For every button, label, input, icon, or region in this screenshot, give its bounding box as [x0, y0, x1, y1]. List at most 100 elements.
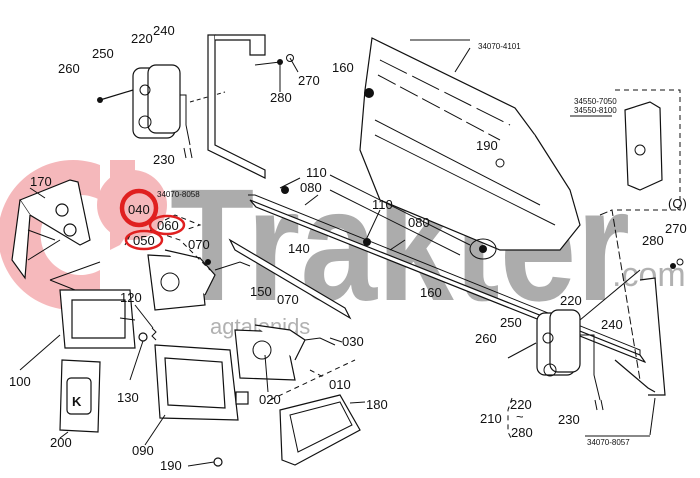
hood-contour	[374, 119, 541, 206]
spring-washer	[129, 304, 157, 381]
grommet-190	[495, 158, 505, 168]
highlight-040[interactable]	[119, 188, 159, 228]
callout-090[interactable]: 090	[132, 443, 154, 458]
leader-line	[264, 354, 269, 393]
view-label-q: (Q)	[668, 196, 687, 211]
leader-line	[187, 461, 215, 467]
bulb-socket-dashed-outline	[164, 214, 202, 231]
emblem-screw	[479, 245, 487, 253]
highlight-060[interactable]	[148, 214, 186, 236]
callout-070-b[interactable]: 070	[277, 292, 299, 307]
side-lamp-170	[11, 179, 101, 301]
callout-220[interactable]: 220	[131, 31, 153, 46]
callout-080-a[interactable]: 080	[300, 180, 322, 195]
leader-line	[144, 414, 166, 446]
hood-contour	[374, 134, 556, 226]
screw-080b	[389, 239, 406, 251]
callout-110-a[interactable]: 110	[306, 165, 327, 180]
headlight-bulb-icon	[160, 272, 180, 292]
callout-010[interactable]: 010	[329, 377, 351, 392]
hood-contour	[329, 174, 471, 246]
headlight-rear-upper	[164, 249, 216, 296]
lamp-bulb-icon	[138, 115, 152, 129]
callout-250[interactable]: 250	[92, 46, 114, 61]
callout-150[interactable]: 150	[250, 284, 272, 299]
callout-130[interactable]: 130	[117, 390, 139, 405]
hood-34070-4101	[329, 37, 581, 260]
washer-130	[138, 332, 148, 342]
callout-140[interactable]: 140	[288, 241, 310, 256]
highlight-050[interactable]	[124, 229, 164, 251]
washer-270b	[676, 258, 684, 266]
bolt-head	[97, 97, 103, 103]
highlight-circles	[119, 188, 186, 251]
callout-200[interactable]: 200	[50, 435, 72, 450]
leader-line	[329, 337, 343, 343]
hood-contour	[379, 59, 511, 126]
callout-250-right[interactable]: 250	[500, 315, 522, 330]
callout-220-kit[interactable]: 220	[510, 397, 532, 412]
bracket-foot	[614, 359, 656, 393]
callout-160-top[interactable]: 160	[332, 60, 354, 75]
kit-bracket	[507, 397, 513, 441]
headlight-upper	[124, 214, 251, 311]
bolt-260b	[507, 342, 537, 359]
post-line	[599, 209, 641, 381]
headlight-wire	[304, 337, 336, 346]
callout-280-right[interactable]: 280	[642, 233, 664, 248]
callout-060[interactable]: 060	[157, 218, 179, 233]
turn-lamp-body	[279, 394, 361, 466]
callout-070-a[interactable]: 070	[188, 237, 210, 252]
callout-190-top[interactable]: 190	[476, 138, 498, 153]
part-number-34070-8058[interactable]: 34070-8058	[157, 190, 200, 199]
part-number-34070-8057[interactable]: 34070-8057	[587, 438, 630, 447]
rail-edge	[248, 194, 641, 355]
rear-lamp-left	[97, 64, 226, 159]
callout-230[interactable]: 230	[153, 152, 175, 167]
callout-210[interactable]: 210	[480, 411, 502, 426]
screw-080	[304, 194, 319, 206]
callout-120[interactable]: 120	[120, 290, 142, 305]
bracket-34070-8058	[207, 34, 299, 179]
callout-100[interactable]: 100	[9, 374, 31, 389]
badge-200: K	[59, 359, 101, 439]
callout-260[interactable]: 260	[58, 61, 80, 76]
callout-230-right[interactable]: 230	[558, 412, 580, 427]
part-number-34550-8100[interactable]: 34550-8100	[574, 106, 617, 115]
callout-220-right[interactable]: 220	[560, 293, 582, 308]
rear-lamp-right	[507, 269, 641, 441]
bolt-110	[281, 186, 289, 194]
hood-contour	[377, 74, 501, 141]
hood-emblem	[469, 238, 497, 260]
lamp-lens-right	[549, 309, 581, 373]
lamp-bulb-icon	[542, 332, 554, 344]
callout-170[interactable]: 170	[30, 174, 52, 189]
callout-020[interactable]: 020	[259, 392, 281, 407]
leader-line	[59, 431, 69, 439]
callout-190-bottom[interactable]: 190	[160, 458, 182, 473]
callout-240[interactable]: 240	[153, 23, 175, 38]
callout-270[interactable]: 270	[298, 73, 320, 88]
lamp-connector-right	[594, 399, 604, 411]
side-lamp-wire	[27, 239, 61, 261]
callout-240-right[interactable]: 240	[601, 317, 623, 332]
callout-040[interactable]: 040	[128, 202, 150, 217]
callout-110-b[interactable]: 110	[372, 197, 393, 212]
leader-line	[189, 91, 226, 103]
part-number-34070-4101[interactable]: 34070-4101	[478, 42, 521, 51]
callout-080-b[interactable]: 080	[408, 215, 430, 230]
callout-180[interactable]: 180	[366, 397, 388, 412]
callout-160-mid[interactable]: 160	[420, 285, 442, 300]
callout-280-kit[interactable]: 280	[511, 425, 533, 440]
callout-260-right[interactable]: 260	[475, 331, 497, 346]
hood-bolt	[364, 88, 374, 98]
leader-line	[19, 334, 61, 371]
callout-050[interactable]: 050	[133, 233, 155, 248]
hood-contour	[329, 189, 461, 256]
leader-line	[279, 177, 301, 189]
part-number-34550-7050[interactable]: 34550-7050	[574, 97, 617, 106]
callout-030[interactable]: 030	[342, 334, 364, 349]
callout-280[interactable]: 280	[270, 90, 292, 105]
callout-270-right[interactable]: 270	[665, 221, 687, 236]
